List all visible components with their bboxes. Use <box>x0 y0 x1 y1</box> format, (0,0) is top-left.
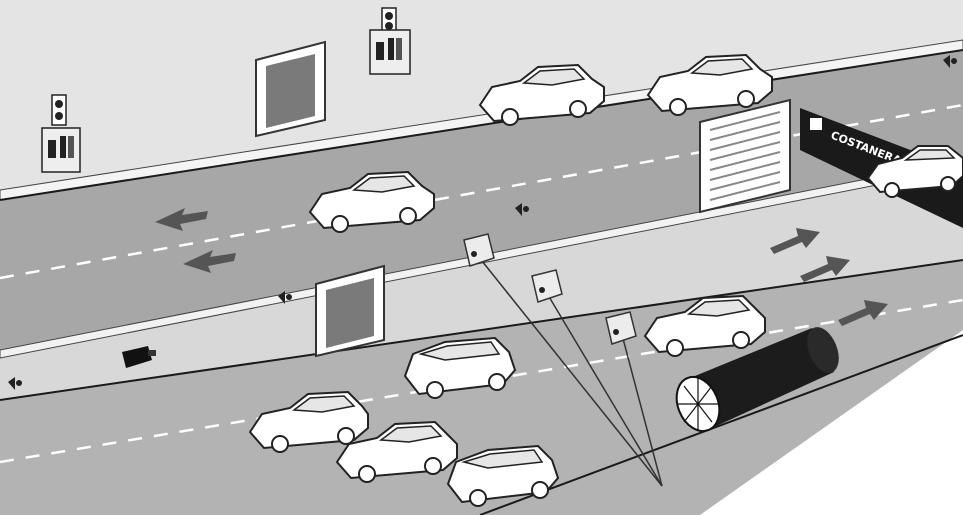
tunnel-diagram: COSTANERA/PONTE <box>0 0 963 515</box>
